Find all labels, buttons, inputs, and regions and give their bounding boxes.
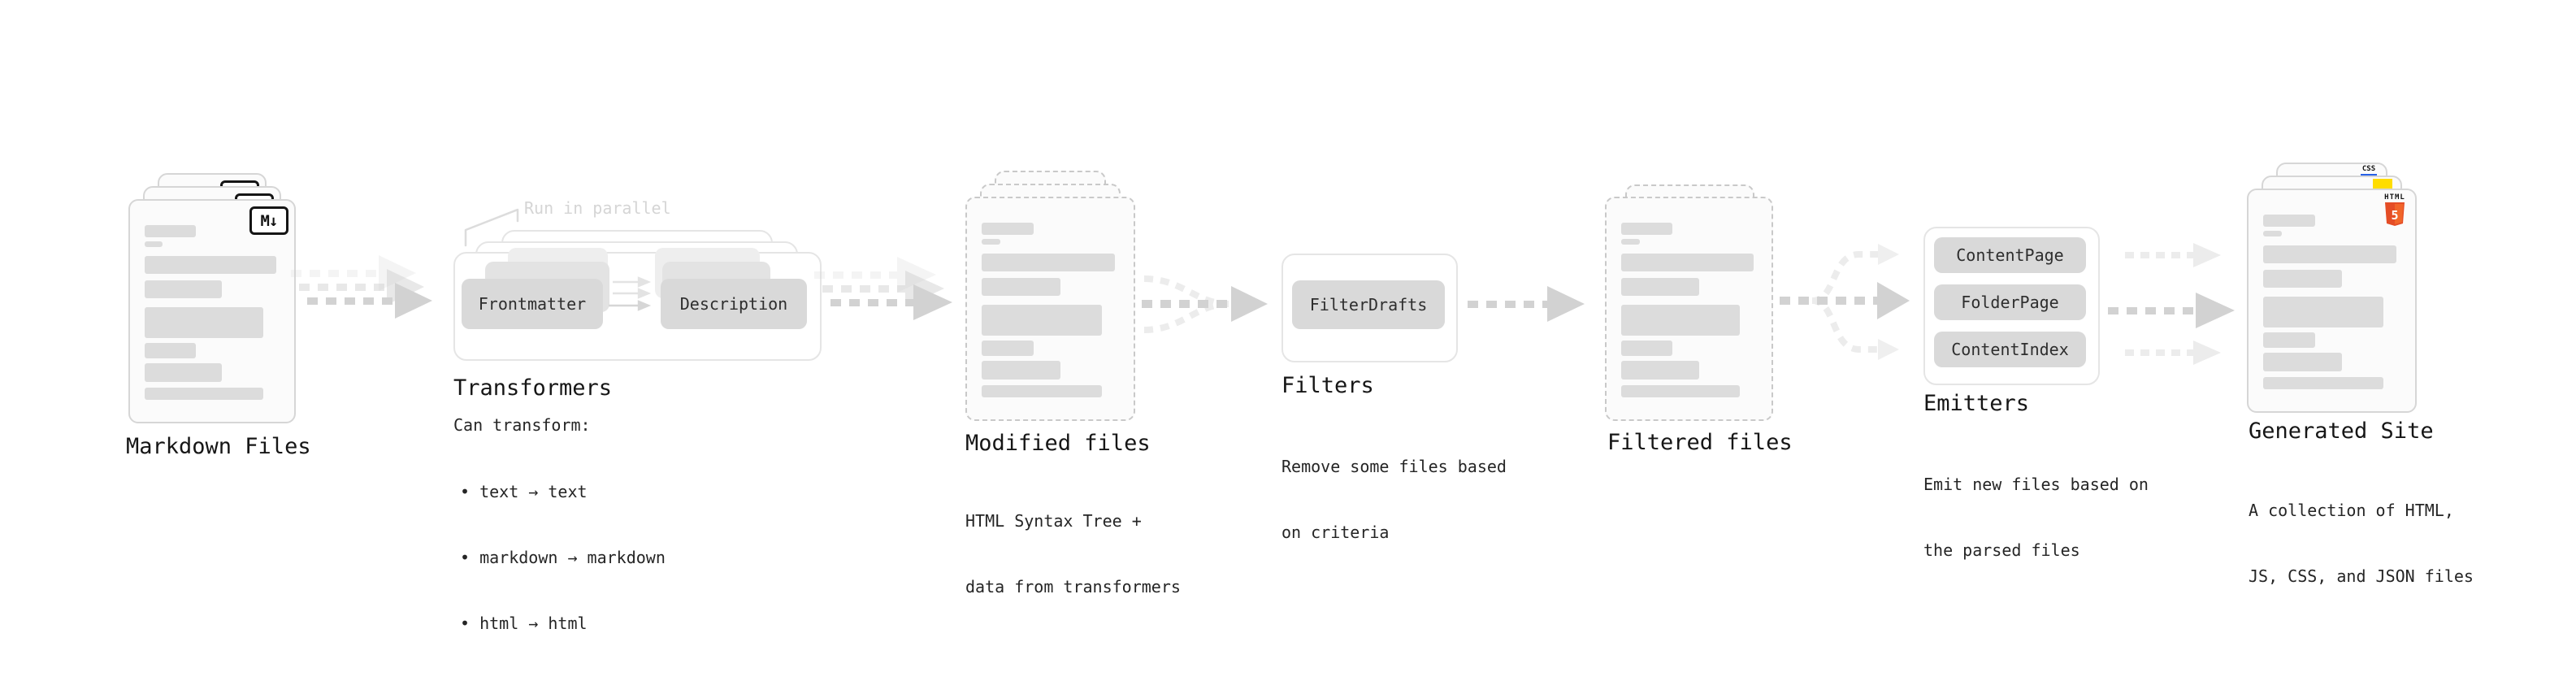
markdown-icon: M↓ <box>249 206 288 235</box>
generated-file-card-html: HTML 5 <box>2247 189 2417 413</box>
skeleton-text-bar <box>982 384 1103 397</box>
svg-text:5: 5 <box>2391 208 2398 223</box>
skeleton-text-bar <box>982 222 1034 235</box>
filtered-file-card <box>1605 197 1773 421</box>
parallel-arrows-icon <box>609 276 652 311</box>
stage-label-filtered-files: Filtered files <box>1607 430 1793 455</box>
flow-arrow-filters-to-filtered <box>1468 286 1586 322</box>
transformers-bullets: • text → text • markdown → markdown • ht… <box>460 437 666 679</box>
skeleton-text-bar <box>982 340 1034 357</box>
skeleton-text-bar <box>1621 239 1640 245</box>
skeleton-text-bar <box>2263 332 2315 349</box>
skeleton-text-bar <box>1621 384 1741 397</box>
skeleton-text-bar <box>145 224 196 237</box>
skeleton-text-bar <box>982 239 1000 245</box>
stage-label-modified-files: Modified files <box>965 431 1151 456</box>
skeleton-text-bar <box>2263 231 2282 237</box>
markdown-file-card: M↓ <box>128 199 296 423</box>
skeleton-text-bar <box>145 280 223 298</box>
skeleton-text-bar <box>145 306 263 338</box>
emitter-box-contentindex: ContentIndex <box>1934 332 2086 367</box>
skeleton-text-bar <box>2263 214 2315 227</box>
css-icon: CSS <box>2358 166 2379 176</box>
run-in-parallel-annotation: Run in parallel <box>524 198 671 218</box>
skeleton-text-bar <box>145 241 163 248</box>
emitter-box-contentpage: ContentPage <box>1934 237 2086 273</box>
bullet-markdown-to-markdown: • markdown → markdown <box>460 548 666 567</box>
skeleton-text-bar <box>145 256 276 274</box>
skeleton-text-bar <box>1621 340 1673 357</box>
transformer-box-description: Description <box>661 279 807 329</box>
skeleton-text-bar <box>982 254 1116 271</box>
transformers-desc-heading: Can transform: <box>453 415 591 435</box>
stage-label-emitters: Emitters <box>1923 391 2030 416</box>
skeleton-text-bar <box>1621 254 1754 271</box>
skeleton-text-bar <box>2263 352 2342 372</box>
modified-file-card <box>965 197 1135 421</box>
skeleton-text-bar <box>2263 269 2342 288</box>
skeleton-text-bar <box>2263 376 2384 389</box>
skeleton-text-bar <box>2263 245 2397 263</box>
skeleton-text-bar <box>145 387 263 400</box>
emitter-box-folderpage: FolderPage <box>1934 284 2086 320</box>
flow-arrow-emitters-mid <box>2108 293 2238 328</box>
skeleton-text-bar <box>982 360 1060 380</box>
js-icon <box>2373 179 2392 190</box>
stage-label-transformers: Transformers <box>453 375 613 401</box>
flow-arrow-modified-to-filters <box>1142 275 1268 333</box>
skeleton-text-bar <box>1621 222 1673 235</box>
transformer-box-frontmatter: Frontmatter <box>462 279 603 329</box>
flow-arrow-markdown-to-transformers <box>291 255 436 319</box>
bullet-text-to-text: • text → text <box>460 482 588 501</box>
skeleton-text-bar <box>145 362 223 383</box>
flow-arrow-filtered-to-emitters <box>1780 244 1910 360</box>
stage-label-filters: Filters <box>1281 373 1374 398</box>
skeleton-text-bar <box>2263 296 2384 327</box>
flow-arrow-emitters-bottom <box>2125 340 2223 365</box>
skeleton-text-bar <box>982 277 1060 296</box>
skeleton-text-bar <box>982 304 1103 336</box>
filters-desc: Remove some files based on criteria <box>1281 457 1507 542</box>
modified-files-desc: HTML Syntax Tree + data from transformer… <box>965 511 1181 596</box>
flow-arrow-emitters-top <box>2125 243 2223 267</box>
skeleton-text-bar <box>1621 304 1741 336</box>
callout-leader-line <box>464 208 519 247</box>
html5-icon: HTML 5 <box>2381 194 2409 229</box>
emitters-desc: Emit new files based on the parsed files <box>1923 475 2149 560</box>
skeleton-text-bar <box>1621 277 1699 296</box>
skeleton-text-bar <box>1621 360 1699 380</box>
filter-box-filterdrafts: FilterDrafts <box>1292 280 1445 329</box>
stage-label-generated-site: Generated Site <box>2249 419 2434 444</box>
stage-label-markdown-files: Markdown Files <box>126 434 311 459</box>
skeleton-text-bar <box>145 343 196 359</box>
bullet-html-to-html: • html → html <box>460 614 588 633</box>
generated-site-desc: A collection of HTML, JS, CSS, and JSON … <box>2249 501 2474 586</box>
flow-arrow-transformers-to-modified <box>814 257 954 320</box>
